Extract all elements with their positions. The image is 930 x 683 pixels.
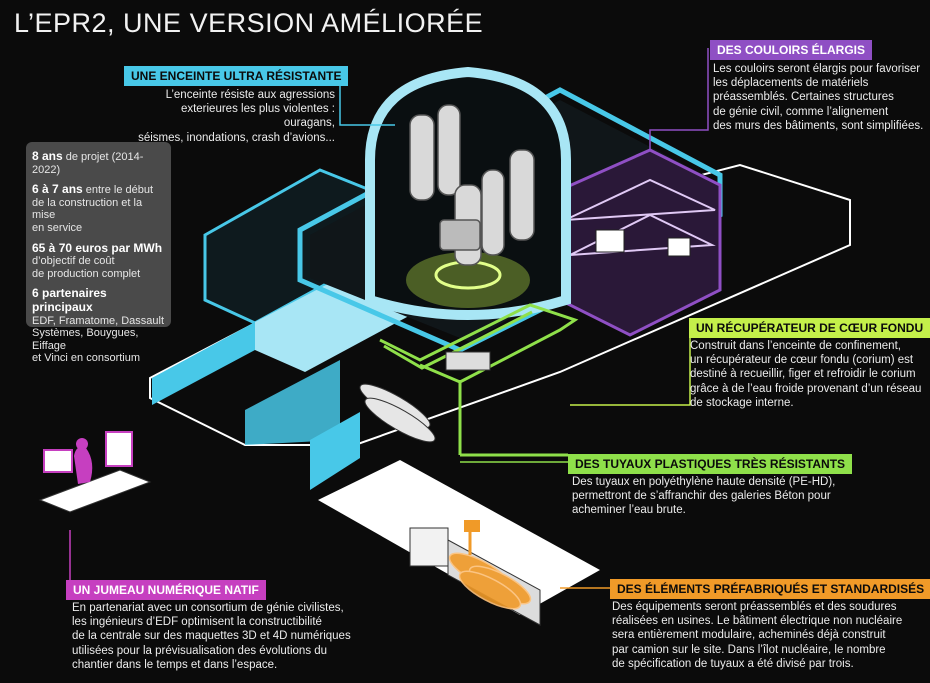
stat-item: 6 partenaires principaux EDF, Framatome,… (32, 287, 165, 365)
pump-unit (445, 351, 491, 371)
text-line: les déplacements de matériels (713, 77, 869, 90)
text-line: des murs des bâtiments, sont simplifiées… (713, 119, 924, 132)
text-line: préassemblés. Certaines structures (713, 91, 894, 104)
label-couloirs: DES COULOIRS ÉLARGIS (710, 40, 873, 60)
label-enceinte: UNE ENCEINTE ULTRA RÉSISTANTE (124, 66, 349, 86)
text-line: sera entièrement modulaire, acheminés dé… (612, 629, 886, 642)
text-line: un récupérateur de cœur fondu (corium) e… (690, 354, 914, 367)
storage-tanks (359, 383, 436, 443)
text-line: grâce à de l’eau froide provenant d’un r… (690, 382, 922, 395)
text-line: de spécification de tuyaux a été divisé … (612, 657, 854, 670)
text-line: permettront de s’affranchir des galeries… (572, 490, 831, 503)
text-tuyaux: Des tuyaux en polyéthylène haute densité… (572, 475, 852, 518)
leader-lines (69, 48, 709, 589)
stat-strong: 6 partenaires principaux (32, 286, 107, 314)
text-line: par camion sur le site. Dans l’îlot nucl… (612, 643, 886, 656)
text-line: Construit dans l’enceinte de confinement… (690, 340, 901, 352)
text-prefab: Des équipements seront préassemblés et d… (612, 600, 912, 671)
text-jumeau: En partenariat avec un consortium de gén… (72, 601, 372, 672)
text-line: de génie civil, comme l’alignement (713, 105, 889, 118)
workstation-illustration (38, 431, 152, 513)
text-line: les ingénieurs d’EDF optimisent la const… (72, 616, 322, 629)
stat-strong: 8 ans (32, 149, 63, 163)
access-road (310, 412, 600, 615)
text-line: acheminer l’eau brute. (572, 504, 686, 517)
text-line: Les couloirs seront élargis pour favoris… (713, 63, 921, 75)
text-line: Des tuyaux en polyéthylène haute densité… (572, 476, 836, 488)
stat-line: d’objectif de coût (32, 255, 115, 268)
left-annex (152, 168, 420, 445)
stat-line: EDF, Framatome, Dassault (32, 314, 165, 327)
reactor-vessels (409, 104, 535, 266)
label-recuperateur: UN RÉCUPÉRATEUR DE CŒUR FONDU (689, 318, 930, 338)
stat-item: 65 à 70 euros par MWh d’objectif de coût… (32, 240, 165, 281)
stat-text: de projet (2014-2022) (32, 151, 144, 176)
stat-line: de la construction et la mise (32, 196, 143, 222)
text-line: de stockage interne. (690, 396, 794, 409)
text-enceinte: L’enceinte résiste aux agressions exteri… (130, 88, 335, 145)
text-line: chantier dans le temps et dans l’espace. (72, 658, 278, 671)
prefab-truck (409, 520, 541, 626)
corridor-block (558, 148, 722, 337)
text-line: utilisées pour la prévisualisation des é… (72, 644, 328, 657)
hdpe-pipes (379, 303, 579, 457)
stat-text: entre le début (82, 184, 154, 197)
stat-line: et Vinci en consortium (32, 352, 141, 365)
stat-line: Systèmes, Bouygues, Eiffage (32, 327, 139, 352)
label-tuyaux: DES TUYAUX PLASTIQUES TRÈS RÉSISTANTS (568, 454, 853, 474)
stat-line: en service (32, 221, 83, 234)
text-line: réalisées en usines. Le bâtiment électri… (612, 615, 903, 628)
text-line: séismes, inondations, crash d’avions... (138, 131, 335, 144)
stat-item: 8 ans de projet (2014-2022) (32, 150, 165, 176)
text-recuperateur: Construit dans l’enceinte de confinement… (690, 339, 926, 410)
stat-line: de production complet (32, 267, 141, 280)
key-figures-box: 8 ans de projet (2014-2022) 6 à 7 ans en… (26, 142, 171, 364)
text-line: destiné à recueillir, figer et refroidir… (690, 368, 916, 381)
text-line: Des équipements seront préassemblés et d… (612, 601, 897, 613)
text-couloirs: Les couloirs seront élargis pour favoris… (713, 62, 925, 133)
text-line: En partenariat avec un consortium de gén… (72, 602, 344, 614)
text-line: L’enceinte résiste aux agressions (165, 89, 335, 101)
page-title: L’EPR2, UNE VERSION AMÉLIORÉE (14, 8, 484, 38)
text-line: exterieures les plus violentes : ouragan… (180, 103, 335, 130)
stat-item: 6 à 7 ans entre le début de la construct… (32, 183, 165, 234)
text-line: de la centrale sur des maquettes 3D et 4… (72, 630, 351, 643)
stat-strong: 6 à 7 ans (32, 182, 83, 197)
stat-strong: 65 à 70 euros par MWh (32, 240, 163, 255)
label-prefab: DES ÉLÉMENTS PRÉFABRIQUÉS ET STANDARDISÉ… (610, 579, 930, 599)
label-jumeau: UN JUMEAU NUMÉRIQUE NATIF (66, 580, 266, 600)
